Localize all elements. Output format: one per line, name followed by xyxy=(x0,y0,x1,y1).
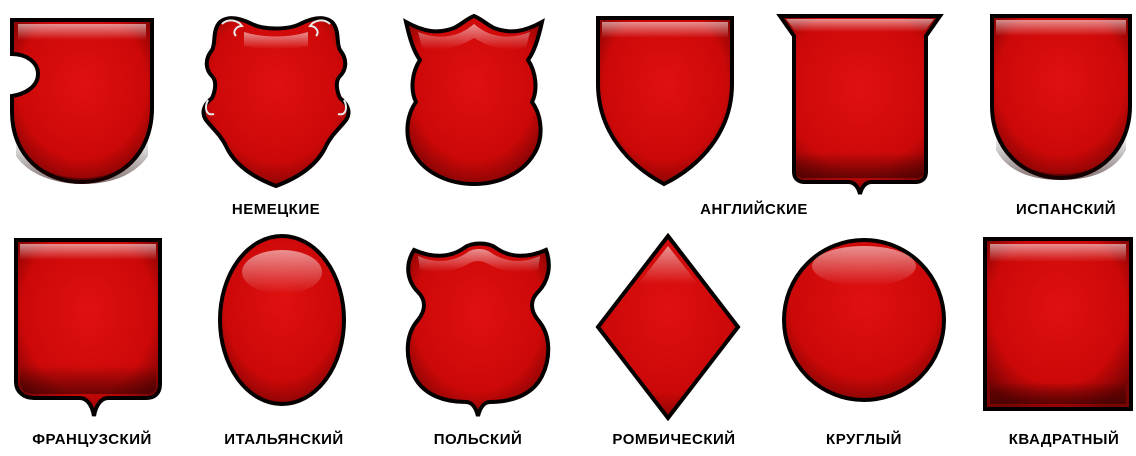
shield-german-2 xyxy=(398,12,548,188)
shield-polish xyxy=(402,236,554,420)
shield-german-1 xyxy=(200,10,352,188)
label-spanish: ИСПАНСКИЙ xyxy=(1016,202,1116,218)
shield-english-2 xyxy=(776,12,944,196)
shield-rhombic xyxy=(594,232,742,422)
shield-square xyxy=(982,236,1134,412)
label-english: АНГЛИЙСКИЕ xyxy=(700,202,808,218)
label-rhombic: РОМБИЧЕСКИЙ xyxy=(612,432,735,448)
label-square: КВАДРАТНЫЙ xyxy=(1009,432,1120,448)
shield-english-1 xyxy=(594,14,736,188)
shield-italian xyxy=(216,232,348,408)
label-polish: ПОЛЬСКИЙ xyxy=(434,432,523,448)
label-round: КРУГЛЫЙ xyxy=(826,432,902,448)
shield-notched-left xyxy=(6,16,156,186)
label-french: ФРАНЦУЗСКИЙ xyxy=(32,432,152,448)
shield-french xyxy=(12,236,164,420)
label-german: НЕМЕЦКИЕ xyxy=(232,202,320,218)
shield-spanish xyxy=(988,12,1134,182)
shield-round xyxy=(780,236,948,404)
label-italian: ИТАЛЬЯНСКИЙ xyxy=(224,432,343,448)
